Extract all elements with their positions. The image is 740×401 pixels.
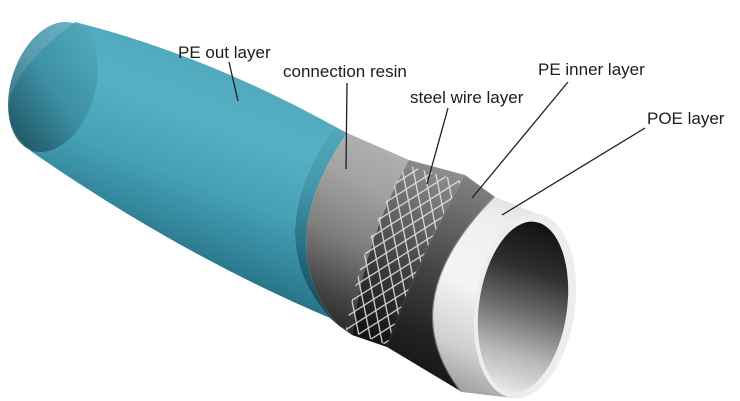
pe-out-layer-rim: [294, 126, 347, 325]
label-pe-inner-layer: PE inner layer: [538, 60, 645, 79]
pipe-mouth-interior: [477, 221, 569, 393]
leader-pe-inner-layer: [471, 81, 569, 199]
label-connection-resin: connection resin: [283, 62, 407, 81]
steel-wire-mesh: [346, 165, 461, 345]
label-poe-layer: POE layer: [647, 109, 725, 128]
pipe-left-end-cap: [8, 21, 98, 153]
leader-steel-wire-layer: [426, 107, 449, 185]
leader-connection-resin: [345, 82, 348, 170]
leader-poe-layer: [501, 127, 646, 216]
leader-pe-out-layer: [228, 61, 239, 102]
label-steel-wire-layer: steel wire layer: [410, 88, 524, 107]
pe-inner-layer-surface: [387, 175, 495, 392]
label-pe-out-layer: PE out layer: [178, 43, 271, 62]
connection-resin-surface: [306, 133, 409, 335]
